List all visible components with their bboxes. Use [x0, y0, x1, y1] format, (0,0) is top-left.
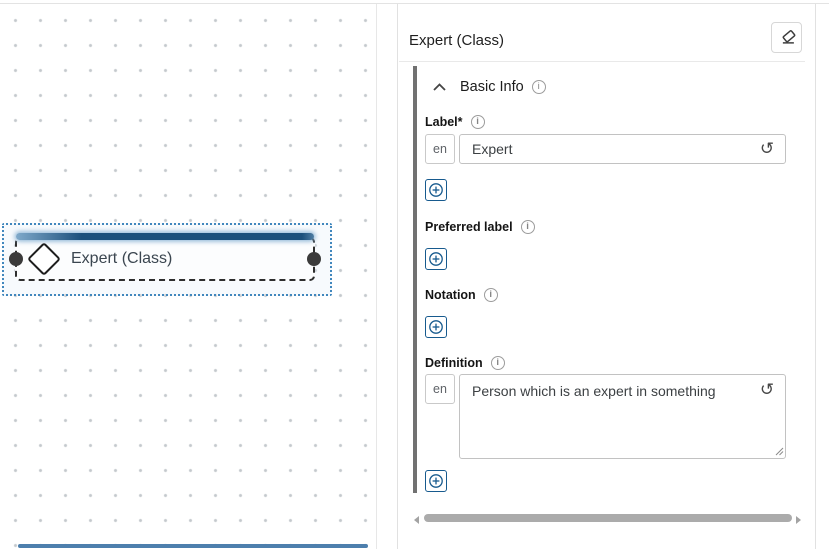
definition-textarea[interactable]: Person which is an expert in something — [459, 374, 786, 459]
diagram-canvas[interactable]: Expert (Class) — [0, 4, 377, 549]
plus-circle-icon — [429, 183, 443, 197]
class-diamond-icon — [27, 242, 61, 276]
field-label-preferred-label: Preferred label i — [425, 220, 535, 234]
label-input[interactable] — [459, 134, 786, 164]
info-icon[interactable]: i — [531, 80, 546, 94]
add-label-button[interactable] — [425, 179, 447, 201]
plus-circle-icon — [429, 252, 443, 266]
chevron-up-icon[interactable] — [432, 82, 447, 92]
node-highlight-bar — [16, 233, 314, 240]
plus-circle-icon — [429, 474, 443, 488]
scrollbar-left-arrow[interactable] — [414, 516, 419, 524]
add-preferred-label-button[interactable] — [425, 248, 447, 270]
section-title: Basic Info — [460, 79, 524, 95]
info-icon[interactable]: i — [490, 356, 505, 370]
clear-attributes-button[interactable] — [771, 22, 802, 53]
field-label-notation: Notation i — [425, 288, 498, 302]
scrollbar-right-arrow[interactable] — [796, 516, 801, 524]
node-expert-class[interactable]: Expert (Class) — [9, 233, 321, 281]
panel-title: Expert (Class) — [409, 32, 505, 49]
connection-port-left[interactable] — [9, 252, 23, 266]
add-definition-button[interactable] — [425, 470, 447, 492]
node-selection-outline: Expert (Class) — [2, 223, 332, 296]
section-accent-bar — [413, 66, 417, 493]
section-header-basic-info: Basic Info i — [432, 76, 546, 98]
textarea-resize-handle[interactable] — [775, 447, 784, 456]
connection-port-right[interactable] — [307, 252, 321, 266]
top-border-line — [0, 3, 829, 4]
canvas-horizontal-scrollbar[interactable] — [18, 544, 368, 548]
reset-icon[interactable]: ↺ — [759, 139, 775, 158]
info-icon[interactable]: i — [520, 220, 535, 234]
field-label-label: Label* i — [425, 115, 485, 129]
add-notation-button[interactable] — [425, 316, 447, 338]
info-icon[interactable]: i — [470, 115, 485, 129]
node-label: Expert (Class) — [71, 250, 173, 267]
properties-panel: Expert (Class) Basic Info i Label* i en — [397, 4, 816, 549]
field-label-definition: Definition i — [425, 356, 505, 370]
info-icon[interactable]: i — [483, 288, 498, 302]
eraser-icon — [776, 25, 798, 50]
reset-icon[interactable]: ↺ — [759, 380, 775, 399]
panel-horizontal-scrollbar[interactable] — [424, 514, 792, 522]
plus-circle-icon — [429, 320, 443, 334]
language-chip: en — [425, 374, 455, 404]
language-chip: en — [425, 134, 455, 164]
header-divider — [399, 61, 805, 62]
